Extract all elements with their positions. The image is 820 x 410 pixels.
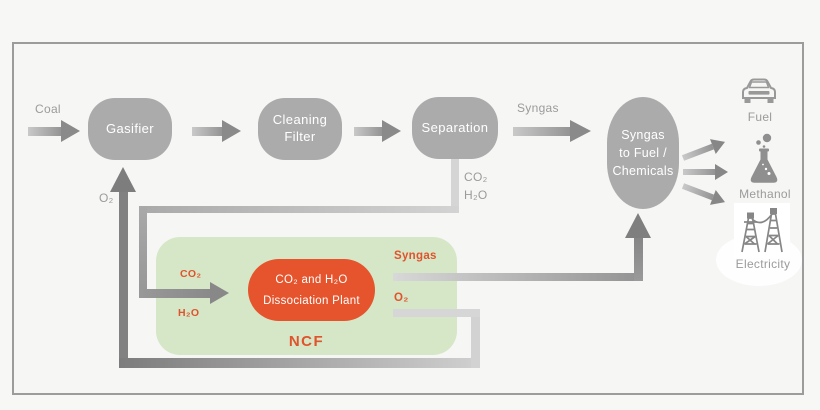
coal-label: Coal	[35, 102, 61, 116]
pylon-icon	[741, 208, 783, 253]
co2-input-label: CO₂	[180, 268, 202, 280]
dissociation-plant-line2: Dissociation Plant	[263, 294, 360, 307]
arrow-body	[681, 183, 714, 201]
arrow-head	[382, 120, 401, 142]
gasifier-to-cleaning-arrow	[192, 119, 241, 143]
ncf-zone-label: NCF	[288, 333, 325, 350]
arrow-head	[210, 282, 229, 304]
syngas-to-fuel-line1: Syngas	[621, 127, 665, 142]
cleaning-filter-node: Cleaning Filter	[258, 98, 342, 160]
h2o-input-label: H₂O	[178, 307, 200, 319]
plant-syngas-line	[393, 273, 639, 281]
cleaning-to-separation-arrow	[354, 119, 401, 143]
coal-arrow	[28, 119, 80, 143]
syngas-output-label: Syngas	[394, 250, 437, 262]
co2-from-separation-label: CO₂	[464, 170, 488, 184]
o2-recycle-label: O₂	[99, 191, 114, 205]
plant-syngas-line-up	[634, 237, 643, 281]
o2-out-line	[393, 309, 480, 317]
output-label-methanol: Methanol	[739, 187, 791, 201]
arrow-head	[61, 120, 80, 142]
syngas-to-fuel-line3: Chemicals	[612, 164, 674, 179]
separation-co2h2o-line-down	[451, 158, 459, 211]
dissociation-plant-node: CO₂ and H₂O Dissociation Plant	[248, 259, 375, 321]
flask-icon	[744, 133, 784, 187]
arrow-body	[513, 126, 570, 136]
arrow-body	[28, 126, 61, 136]
arrow-body	[192, 126, 222, 136]
pylon-icon-bg	[734, 203, 790, 258]
syngas-to-fuel-node: Syngas to Fuel / Chemicals	[607, 97, 679, 209]
plant-syngas-arrowhead	[625, 213, 651, 238]
co2h2o-input-arrow	[139, 281, 229, 305]
arrow-body	[681, 143, 714, 161]
separation-node: Separation	[412, 97, 498, 159]
o2-output-label: O₂	[394, 292, 409, 304]
o2-recycle-line-up	[119, 190, 128, 368]
h2o-from-separation-label: H₂O	[464, 188, 488, 202]
car-icon	[736, 75, 782, 107]
arrow-body	[139, 288, 210, 298]
dissociation-plant-line1: CO₂ and H₂O	[275, 273, 348, 286]
output-label-electricity: Electricity	[735, 257, 791, 271]
arrow-body	[683, 169, 715, 175]
output-arrow-mid	[683, 160, 728, 184]
arrow-head	[570, 120, 591, 142]
syngas-to-fuel-line2: to Fuel /	[619, 145, 667, 160]
co2h2o-line-left	[139, 206, 459, 213]
o2-recycle-arrowhead	[110, 167, 136, 192]
o2-recycle-line-bottom	[119, 358, 480, 368]
co2h2o-line-down	[139, 206, 147, 292]
output-label-fuel: Fuel	[747, 110, 773, 124]
syngas-label: Syngas	[517, 101, 559, 115]
gasifier-node: Gasifier	[88, 98, 172, 160]
arrow-body	[354, 126, 382, 136]
syngas-arrow	[513, 119, 591, 143]
o2-out-line-down	[471, 309, 480, 368]
arrow-head	[715, 164, 728, 180]
arrow-head	[222, 120, 241, 142]
